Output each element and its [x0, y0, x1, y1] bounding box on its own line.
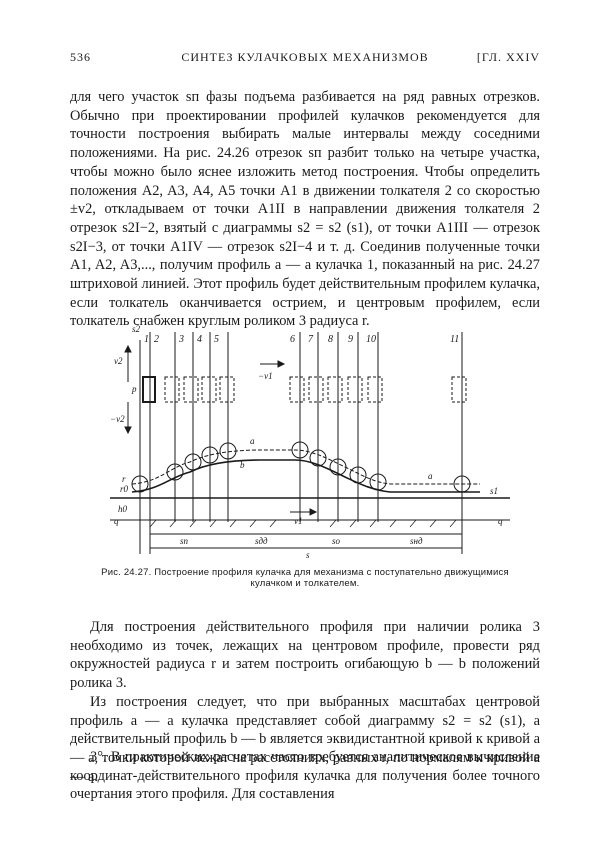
label-p: p [131, 384, 137, 394]
label-v1-top: −v1 [258, 371, 273, 381]
position-number: 1 [144, 334, 149, 345]
position-number: 4 [197, 334, 202, 345]
position-number: 7 [308, 334, 314, 345]
figure-24-27: 1 2 3 4 5 6 7 8 9 10 11 s2 v2 −v2 p −v1 … [110, 324, 510, 560]
position-number: 9 [348, 334, 353, 345]
label-s: s [306, 550, 310, 560]
label-a-right: a [428, 471, 433, 481]
paragraph-2: Для построения действительного профиля п… [70, 619, 540, 692]
running-header: 536 СИНТЕЗ КУЛАЧКОВЫХ МЕХАНИЗМОВ [ГЛ. XX… [70, 50, 540, 70]
label-sdd: sдд [255, 536, 268, 546]
page-number: 536 [70, 50, 91, 64]
label-s2: s2 [132, 324, 141, 334]
position-number: 10 [366, 334, 376, 345]
header-chapter: [ГЛ. XXIV [476, 50, 540, 64]
label-h0: h0 [118, 504, 128, 514]
paragraph-4: 3°. В практических расчетах часто требуе… [70, 749, 540, 803]
position-number: 3 [178, 334, 184, 345]
label-v2-up: v2 [114, 356, 123, 366]
label-v2-down: −v2 [110, 414, 125, 424]
position-number: 6 [290, 334, 295, 345]
paragraph-3: Из построения следует, что при выбранных… [70, 694, 540, 785]
label-r: r [122, 474, 126, 484]
label-snd: sнд [410, 536, 423, 546]
position-number: 8 [328, 334, 333, 345]
position-number: 2 [154, 334, 159, 345]
label-so: sо [332, 536, 341, 546]
label-a-top: a [250, 436, 255, 446]
label-sp: sп [180, 536, 189, 546]
position-number: 5 [214, 334, 219, 345]
label-r0: r0 [120, 484, 129, 494]
label-b: b [240, 460, 245, 470]
label-q-left: q [114, 516, 119, 526]
label-q-right: q [498, 516, 503, 526]
position-number: 11 [450, 334, 459, 345]
figure-caption: Рис. 24.27. Построение профиля кулачка д… [101, 567, 509, 589]
header-title: СИНТЕЗ КУЛАЧКОВЫХ МЕХАНИЗМОВ [181, 50, 429, 64]
label-v1-bottom: v1 [294, 516, 303, 526]
paragraph-1: для чего участок sп фазы подъема разбива… [70, 89, 540, 330]
label-s1: s1 [490, 486, 498, 496]
